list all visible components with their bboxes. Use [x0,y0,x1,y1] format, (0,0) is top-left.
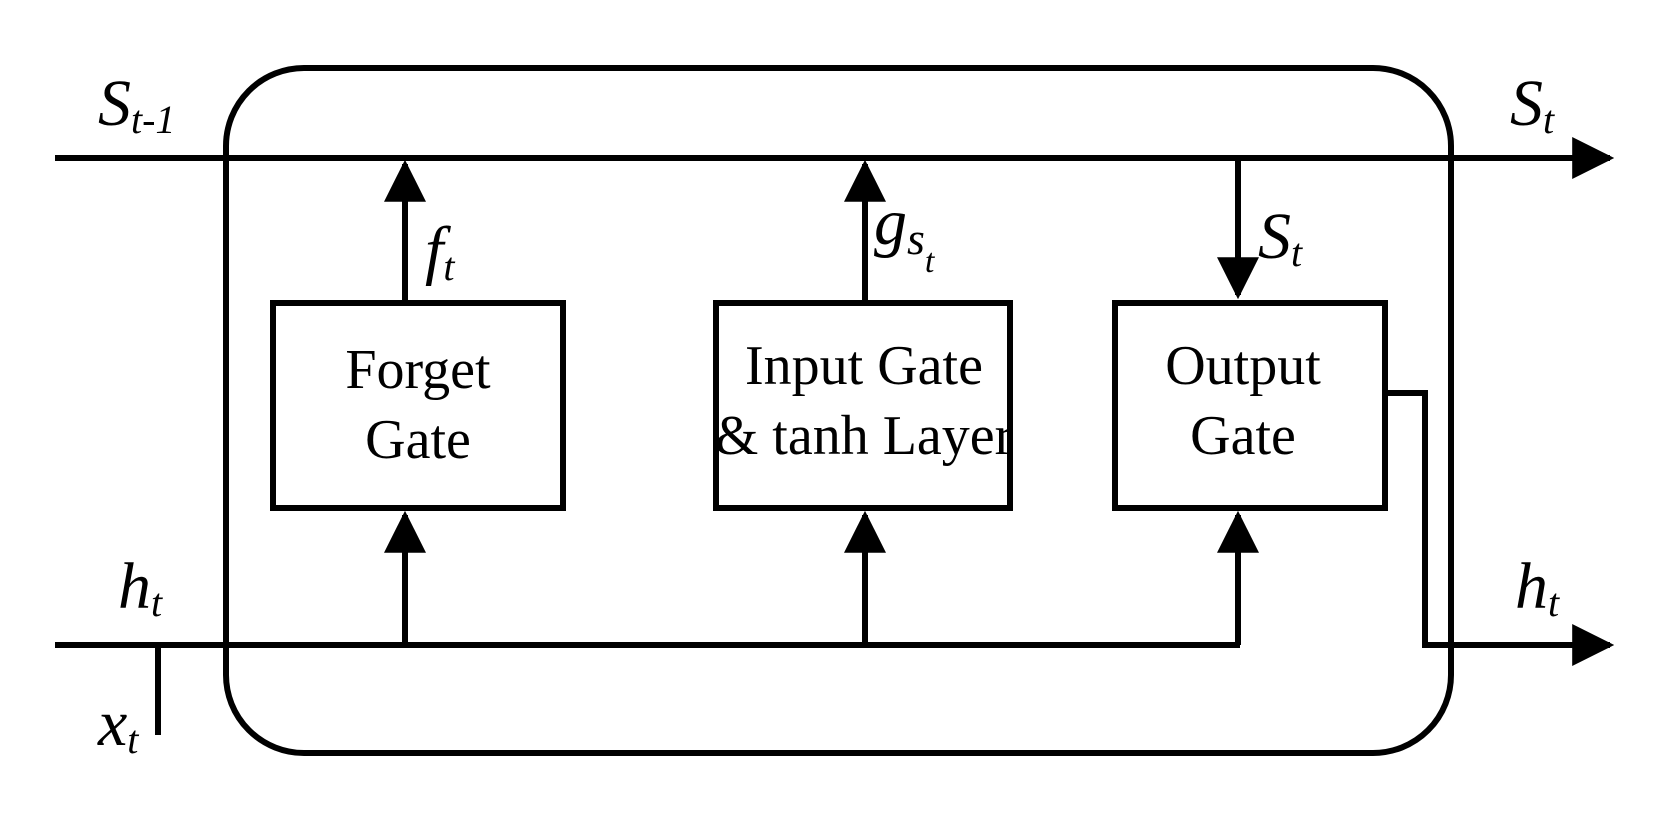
output-gate-box [1112,300,1388,511]
output-gate-line1: Output [1165,335,1321,397]
input-gate-line2: & tanh Layer [715,405,1014,467]
h-out-label: ht [1515,550,1560,625]
s-prev-base: S [98,67,131,140]
h-in-base: h [118,550,151,623]
s-to-output-label: St [1258,200,1303,275]
s-to-output-base: S [1258,200,1291,273]
s-out-top-base: S [1510,67,1543,140]
x-in-label: xt [97,687,139,762]
input-signal-base: g [874,186,907,259]
output-gate-line2: Gate [1190,405,1296,467]
s-prev-label: St-1 [98,67,175,142]
s-to-output-sub: t [1291,230,1303,275]
forget-gate-line2: Gate [365,409,471,471]
x-in-sub: t [127,717,139,762]
h-out-sub: t [1548,580,1560,625]
forget-gate-line1: Forget [345,339,491,401]
input-signal-sub: s [907,213,925,264]
forget-signal-label: ft [425,214,455,289]
forget-signal-sub: t [443,244,455,289]
s-out-top-label: St [1510,67,1555,142]
x-in-base: x [97,687,127,760]
output-to-hidden-path [1385,390,1605,648]
s-prev-sub: t-1 [131,97,175,142]
cell-boundary [223,65,1454,756]
input-gate-line1: Input Gate [745,335,983,397]
h-in-sub: t [151,580,163,625]
input-signal-subsub: t [925,243,936,280]
input-signal-label: gst [874,186,936,280]
s-out-top-sub: t [1543,97,1555,142]
forget-gate-box [270,300,566,511]
h-out-base: h [1515,550,1548,623]
h-in-label: ht [118,550,163,625]
